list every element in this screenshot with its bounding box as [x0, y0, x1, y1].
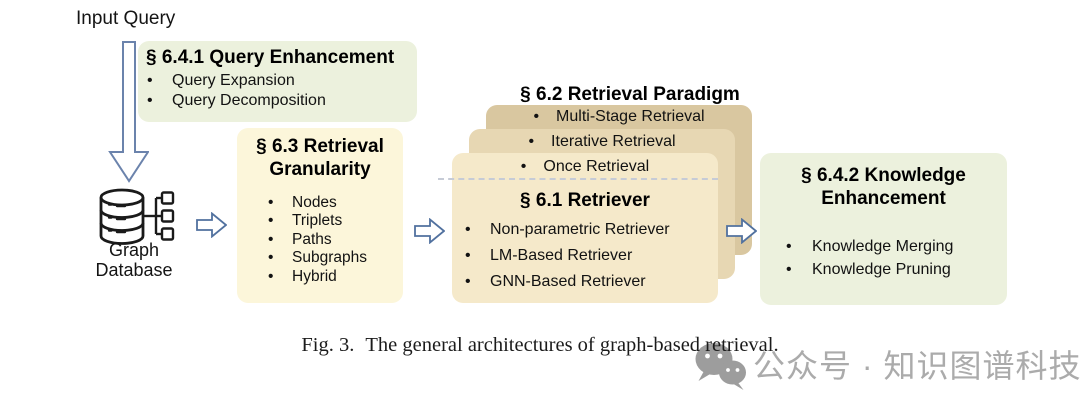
list-item: Subgraphs — [268, 249, 367, 268]
figure-caption: Fig. 3. The general architectures of grap… — [0, 334, 1080, 357]
knowledge-enhancement-title-line2: Enhancement — [821, 188, 946, 209]
list-item: Query Decomposition — [147, 91, 326, 111]
bullet-dot-icon: • — [528, 133, 535, 150]
graph-database-icon — [99, 188, 175, 245]
paradigm-item: •Multi-Stage Retrieval — [533, 108, 705, 125]
figure-caption-number: Fig. 3. — [301, 334, 355, 356]
flow-arrow-2 — [414, 218, 445, 244]
knowledge-enhancement-title: § 6.4.2 Knowledge Enhancement — [760, 164, 1007, 210]
list-item: Triplets — [268, 212, 367, 231]
paradigm-item: •Once Retrieval — [520, 158, 650, 175]
list-item: Non-parametric Retriever — [465, 217, 670, 243]
graph-database-label: Graph Database — [68, 240, 200, 280]
retrieval-granularity-title-line1: § 6.3 Retrieval — [256, 136, 384, 157]
query-enhancement-title: § 6.4.1 Query Enhancement — [146, 47, 395, 68]
figure-caption-text: The general architectures of graph-based… — [365, 334, 779, 356]
retriever-title: § 6.1 Retriever — [520, 190, 650, 211]
query-enhancement-box: § 6.4.1 Query Enhancement Query Expansio… — [138, 41, 417, 122]
query-enhancement-list: Query Expansion Query Decomposition — [147, 71, 326, 111]
retrieval-granularity-title-line2: Granularity — [269, 159, 371, 180]
list-item: LM-Based Retriever — [465, 243, 670, 269]
retrieval-granularity-title: § 6.3 Retrieval Granularity — [237, 135, 403, 181]
list-item: GNN-Based Retriever — [465, 269, 670, 295]
input-query-label: Input Query — [76, 8, 176, 29]
watermark-text: 公众号 · 知识图谱科技 — [753, 348, 1080, 384]
graph-database-label-line2: Database — [95, 260, 173, 280]
graph-database-label-line1: Graph — [108, 240, 160, 260]
down-arrow — [108, 41, 149, 183]
list-item: Nodes — [268, 194, 367, 213]
retrieval-granularity-box: § 6.3 Retrieval Granularity Nodes Triple… — [237, 128, 403, 303]
wechat-logo-icon — [695, 343, 746, 390]
retrieval-granularity-list: Nodes Triplets Paths Subgraphs Hybrid — [268, 194, 367, 286]
knowledge-enhancement-box: § 6.4.2 Knowledge Enhancement Knowledge … — [760, 153, 1007, 305]
list-item: Query Expansion — [147, 71, 326, 91]
retrieval-paradigm-title: § 6.2 Retrieval Paradigm — [520, 84, 740, 105]
flow-arrow-3 — [726, 218, 757, 244]
bullet-dot-icon: • — [520, 158, 527, 175]
list-item: Hybrid — [268, 268, 367, 287]
dashed-divider — [438, 178, 718, 180]
bullet-dot-icon: • — [533, 108, 540, 125]
flow-arrow-1 — [196, 212, 227, 238]
list-item: Paths — [268, 231, 367, 250]
retriever-list: Non-parametric Retriever LM-Based Retrie… — [465, 217, 670, 294]
paradigm-item: •Iterative Retrieval — [528, 133, 676, 150]
list-item: Knowledge Pruning — [786, 258, 953, 281]
list-item: Knowledge Merging — [786, 235, 953, 258]
knowledge-enhancement-title-line1: § 6.4.2 Knowledge — [801, 165, 966, 186]
knowledge-enhancement-list: Knowledge Merging Knowledge Pruning — [786, 235, 953, 281]
